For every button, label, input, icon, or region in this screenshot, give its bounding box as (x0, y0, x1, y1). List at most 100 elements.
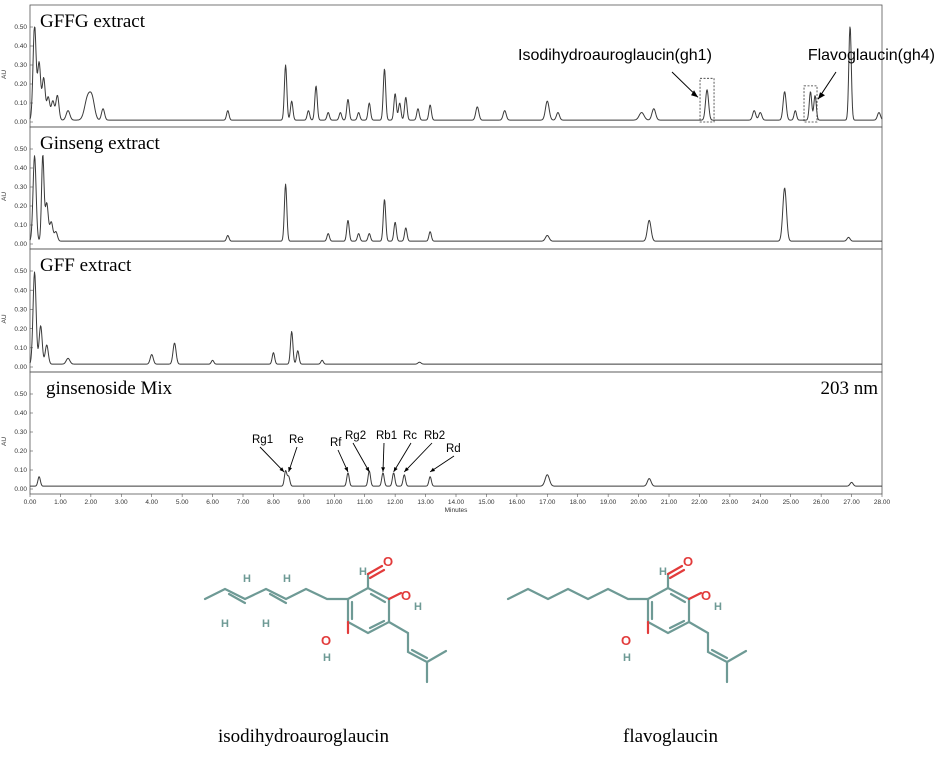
wavelength-label: 203 nm (820, 378, 878, 399)
y-tick-label: 0.50 (14, 146, 27, 153)
chromatogram-trace (30, 470, 882, 487)
isodihydroauroglaucin-structure: H O O H O H H H H H (203, 554, 448, 684)
ginsenoside-arrowhead (404, 467, 409, 472)
x-tick-label: 2.00 (85, 499, 98, 506)
y-tick-label: 0.00 (14, 364, 27, 371)
x-tick-label: 21.00 (661, 499, 678, 506)
isodihydroauroglaucin-aldehyde-o: O (383, 554, 393, 569)
flavoglaucin-hydroxyl2-o: O (621, 633, 631, 648)
x-tick-label: 17.00 (539, 499, 556, 506)
x-tick-label: 15.00 (478, 499, 495, 506)
x-tick-label: 8.00 (267, 499, 280, 506)
x-tick-label: 16.00 (509, 499, 526, 506)
ginsenoside-arrow (403, 442, 433, 473)
flavoglaucin-structure: H O O H O H (506, 554, 748, 684)
y-axis-label: AU (1, 192, 8, 201)
x-tick-label: 0.00 (24, 499, 37, 506)
ginsenoside-arrowhead (430, 467, 436, 472)
ginsenoside-arrow (393, 442, 412, 473)
isodihydroauroglaucin-label: isodihydroauroglaucin (218, 726, 389, 747)
y-tick-label: 0.30 (14, 307, 27, 314)
x-tick-label: 3.00 (115, 499, 128, 506)
y-axis-label: AU (1, 437, 8, 446)
x-tick-label: 19.00 (600, 499, 617, 506)
gh4-arrowhead (818, 92, 826, 100)
isodihydroauroglaucin-hydroxyl2-o: O (321, 633, 331, 648)
ginsenoside-arrowhead (393, 466, 398, 472)
panel-title: GFFG extract (40, 11, 146, 32)
ginsenoside-arrowhead (344, 466, 348, 472)
gh4-highlight-box (803, 85, 818, 123)
x-tick-label: 23.00 (722, 499, 739, 506)
gh1-label: Isodihydroauroglaucin(gh1) (518, 47, 712, 64)
y-tick-label: 0.50 (14, 268, 27, 275)
isodihydroauroglaucin-hydroxyl-o: O (401, 588, 411, 603)
x-tick-label: 1.00 (54, 499, 67, 506)
ginsenoside-arrow (352, 442, 370, 473)
y-tick-label: 0.20 (14, 326, 27, 333)
ginsenoside-arrow (429, 455, 455, 473)
flavoglaucin-bonds (506, 564, 748, 684)
x-tick-label: 18.00 (570, 499, 587, 506)
x-tick-label: 4.00 (145, 499, 158, 506)
isodihydroauroglaucin-aldehyde-h: H (359, 566, 367, 578)
y-tick-label: 0.40 (14, 165, 27, 172)
y-tick-label: 0.40 (14, 410, 27, 417)
x-tick-label: 28.00 (874, 499, 891, 506)
x-tick-label: 11.00 (357, 499, 373, 506)
x-tick-label: 6.00 (206, 499, 219, 506)
y-axis-label: AU (1, 314, 8, 323)
gh1-arrowhead (691, 90, 699, 98)
x-tick-label: 12.00 (387, 499, 404, 506)
chain-h2: H (283, 573, 291, 585)
ginsenoside-arrow (382, 442, 385, 472)
ginsenoside-arrowhead (365, 466, 370, 472)
flavoglaucin-aldehyde-h: H (659, 566, 667, 578)
y-tick-label: 0.00 (14, 119, 27, 126)
y-tick-label: 0.30 (14, 184, 27, 191)
x-tick-label: 13.00 (417, 499, 434, 506)
ginsenoside-arrowhead (279, 467, 285, 472)
y-tick-label: 0.20 (14, 203, 27, 210)
x-tick-label: 26.00 (813, 499, 830, 506)
y-axis-label: AU (1, 70, 8, 79)
panel-frame (29, 4, 883, 128)
ginsenoside-label: Rf (330, 437, 342, 449)
x-tick-label: 5.00 (176, 499, 189, 506)
gh1-highlight-box (699, 77, 715, 123)
x-axis-label: Minutes (445, 507, 469, 514)
x-tick-label: 9.00 (298, 499, 311, 506)
x-tick-label: 14.00 (448, 499, 465, 506)
y-tick-label: 0.00 (14, 241, 27, 248)
ginsenoside-label: Rc (403, 430, 417, 442)
ginsenoside-label: Rb1 (376, 430, 397, 442)
y-tick-label: 0.10 (14, 345, 27, 352)
x-tick-label: 20.00 (630, 499, 647, 506)
chain-h1: H (243, 573, 251, 585)
isodihydroauroglaucin-bonds (203, 564, 448, 684)
y-tick-label: 0.40 (14, 287, 27, 294)
chain-h4: H (262, 618, 270, 630)
gh4-label: Flavoglaucin(gh4) (808, 47, 935, 64)
ginsenoside-label: Re (289, 434, 304, 446)
y-tick-label: 0.20 (14, 448, 27, 455)
ginsenoside-label: Rg2 (345, 430, 366, 442)
panel-frame (29, 248, 883, 373)
y-tick-label: 0.30 (14, 62, 27, 69)
x-tick-label: 27.00 (843, 499, 860, 506)
ginsenoside-label: Rg1 (252, 434, 273, 446)
x-tick-label: 22.00 (691, 499, 708, 506)
chromatogram-trace (29, 26, 883, 121)
y-tick-label: 0.30 (14, 429, 27, 436)
y-tick-label: 0.00 (14, 486, 27, 493)
isodihydroauroglaucin-hydroxyl2-h: H (323, 652, 331, 664)
chromatogram-trace (29, 271, 882, 365)
ginsenoside-label: Rd (446, 443, 461, 455)
flavoglaucin-hydroxyl2-h: H (623, 652, 631, 664)
ginsenoside-arrowhead (288, 466, 292, 472)
y-tick-label: 0.10 (14, 222, 27, 229)
panel-title: GFF extract (40, 255, 132, 276)
flavoglaucin-hydroxyl-o: O (701, 588, 711, 603)
ginsenoside-arrowhead (381, 467, 386, 472)
